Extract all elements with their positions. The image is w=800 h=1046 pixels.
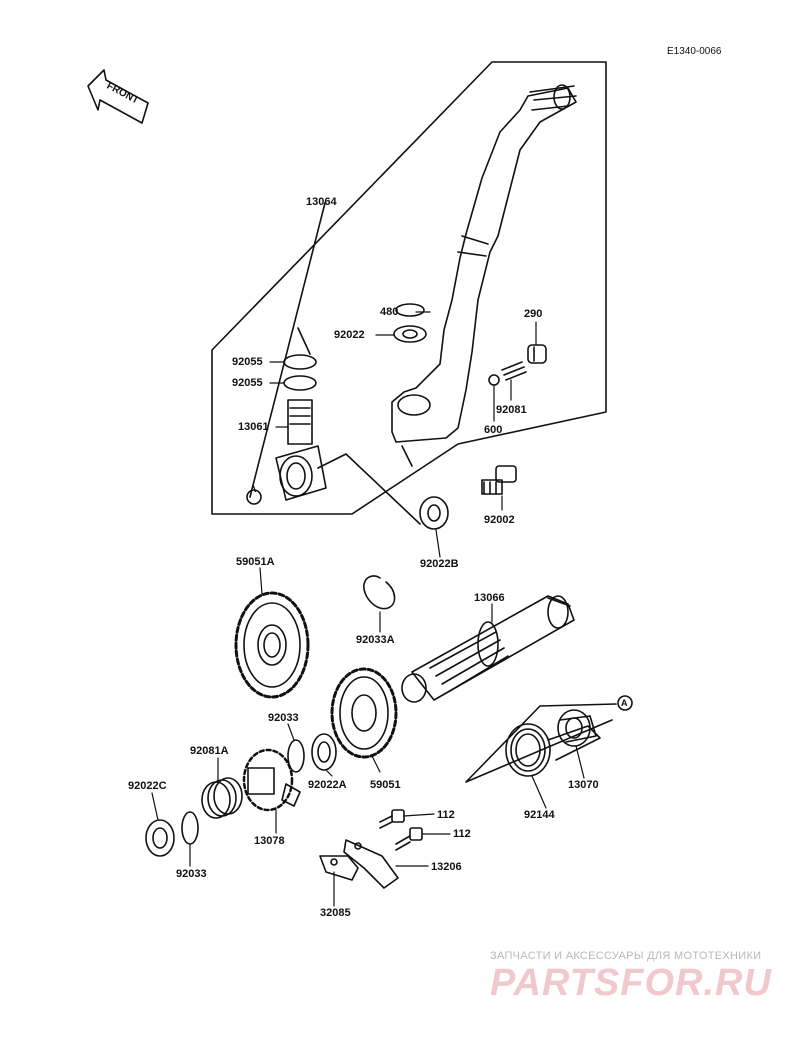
diagram-code: E1340-0066 xyxy=(667,46,722,57)
part-label-112-upper: 112 xyxy=(437,809,455,821)
part-label-92081: 92081 xyxy=(496,404,527,416)
part-label-92022a: 92022A xyxy=(308,779,347,791)
part-label-59051: 59051 xyxy=(370,779,401,791)
washer-92022c xyxy=(145,819,175,857)
part-label-13066: 13066 xyxy=(474,592,505,604)
watermark-brand: PARTSFOR.RU xyxy=(490,962,772,1004)
plate-13206 xyxy=(343,839,399,889)
part-label-13206: 13206 xyxy=(431,861,462,873)
spring-92081 xyxy=(501,361,527,381)
gear-59051 xyxy=(330,667,398,759)
gear-59051a xyxy=(234,591,310,699)
kick-lever xyxy=(391,84,577,467)
part-label-32085: 32085 xyxy=(320,907,351,919)
part-label-92033a: 92033A xyxy=(356,634,395,646)
kick-shaft-13066 xyxy=(401,595,575,703)
part-label-480: 480 xyxy=(380,306,399,318)
bolt-112-upper xyxy=(379,809,405,829)
washer-92022a xyxy=(311,733,337,771)
part-label-92055-upper: 92055 xyxy=(232,356,263,368)
bolt-92002 xyxy=(481,465,517,495)
part-label-13064: 13064 xyxy=(306,196,337,208)
part-label-13070: 13070 xyxy=(568,779,599,791)
part-label-13078: 13078 xyxy=(254,835,285,847)
part-label-92022c: 92022C xyxy=(128,780,167,792)
part-label-92022: 92022 xyxy=(334,329,365,341)
part-label-92002: 92002 xyxy=(484,514,515,526)
plate-32085 xyxy=(319,855,359,881)
part-label-92022b: 92022B xyxy=(420,558,459,570)
part-label-59051a: 59051A xyxy=(236,556,275,568)
ratchet-13078 xyxy=(242,748,301,812)
ball-600 xyxy=(488,374,500,386)
part-label-13061: 13061 xyxy=(238,421,269,433)
plug-290 xyxy=(527,344,547,364)
ref-marker-a-lower xyxy=(617,695,633,711)
assembly-outline xyxy=(211,61,607,515)
circlip-92033-upper xyxy=(287,739,305,773)
circlip-92033-lower xyxy=(181,811,199,845)
part-label-290: 290 xyxy=(524,308,543,320)
part-label-92055-lower: 92055 xyxy=(232,377,263,389)
ref-marker-label-lower: A xyxy=(621,698,628,708)
circlip-92033a xyxy=(363,575,396,610)
ring-92055-upper xyxy=(283,354,317,370)
holder-13070 xyxy=(557,709,597,747)
part-label-92081a: 92081A xyxy=(190,745,229,757)
part-label-600: 600 xyxy=(484,424,503,436)
washer-92022 xyxy=(393,325,427,343)
part-label-92033-lower: 92033 xyxy=(176,868,207,880)
ref-marker-label-upper: A xyxy=(250,484,257,494)
part-label-92144: 92144 xyxy=(524,809,555,821)
spring-92081a xyxy=(201,777,243,819)
kick-shaft-13061 xyxy=(275,399,327,501)
ref-marker-a-upper xyxy=(246,489,262,505)
watermark-tagline: ЗАПЧАСТИ И АКСЕССУАРЫ ДЛЯ МОТОТЕХНИКИ xyxy=(490,950,762,962)
washer-92022B xyxy=(419,496,449,530)
ring-92055-lower xyxy=(283,375,317,391)
part-label-92033-upper: 92033 xyxy=(268,712,299,724)
circlip-480 xyxy=(395,303,425,317)
part-label-112-lower: 112 xyxy=(453,828,471,840)
bolt-112-lower xyxy=(395,827,423,851)
front-arrow-icon xyxy=(87,69,149,124)
